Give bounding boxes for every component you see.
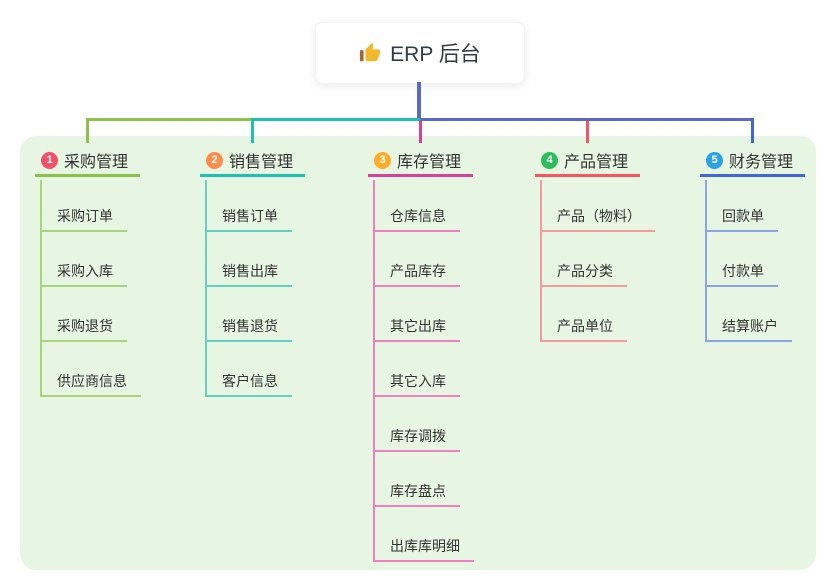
root-node[interactable]: ERP 后台 [315, 22, 525, 84]
branch-label: 产品管理 [564, 154, 629, 171]
child-node[interactable]: 销售退货 [205, 314, 292, 342]
child-node[interactable]: 回款单 [705, 204, 778, 232]
connector-seg-branch1 [86, 118, 252, 121]
connector-seg-right [419, 118, 754, 121]
child-node[interactable]: 结算账户 [705, 314, 792, 342]
child-node[interactable]: 产品分类 [540, 259, 627, 287]
branch-node-5[interactable]: 5 财务管理 [700, 146, 805, 177]
child-node[interactable]: 出库库明细 [373, 534, 474, 562]
child-node[interactable]: 采购退货 [40, 314, 127, 342]
connector-drop-branch1 [86, 118, 89, 143]
connector-seg-branch2 [251, 118, 420, 121]
branch-label: 库存管理 [397, 154, 462, 171]
branch-number-badge: 2 [206, 151, 223, 169]
branch-label: 财务管理 [729, 154, 794, 171]
branch-number-badge: 4 [541, 151, 558, 169]
child-node[interactable]: 其它出库 [373, 314, 460, 342]
child-node[interactable]: 仓库信息 [373, 204, 460, 232]
child-node[interactable]: 采购订单 [40, 204, 127, 232]
child-node[interactable]: 产品库存 [373, 259, 460, 287]
branch-number-badge: 5 [706, 151, 723, 169]
branch-label: 采购管理 [64, 154, 129, 171]
child-node[interactable]: 供应商信息 [40, 369, 141, 397]
child-node[interactable]: 销售出库 [205, 259, 292, 287]
connector-drop-branch2 [251, 118, 254, 143]
child-node[interactable]: 付款单 [705, 259, 778, 287]
root-node-label: ERP 后台 [390, 43, 481, 66]
branch-node-2[interactable]: 2 销售管理 [200, 146, 305, 177]
child-node[interactable]: 销售订单 [205, 204, 292, 232]
branch-node-1[interactable]: 1 采购管理 [35, 146, 140, 177]
branch-node-3[interactable]: 3 库存管理 [368, 146, 473, 177]
connector-drop-branch3 [419, 121, 422, 143]
mindmap-canvas [20, 136, 816, 570]
branch-number-badge: 1 [41, 151, 58, 169]
branch-spine [205, 180, 207, 397]
connector-root-line [417, 82, 421, 118]
child-node[interactable]: 其它入库 [373, 369, 460, 397]
child-node[interactable]: 产品（物料） [540, 204, 655, 232]
connector-drop-branch5 [751, 118, 754, 143]
thumbs-up-icon [359, 42, 381, 64]
branch-spine [373, 180, 375, 562]
child-node[interactable]: 客户信息 [205, 369, 292, 397]
branch-spine [40, 180, 42, 397]
connector-drop-branch4 [586, 121, 589, 143]
child-node[interactable]: 库存盘点 [373, 479, 460, 507]
branch-spine [540, 180, 542, 342]
branch-spine [705, 180, 707, 342]
branch-number-badge: 3 [374, 151, 391, 169]
child-node[interactable]: 采购入库 [40, 259, 127, 287]
branch-node-4[interactable]: 4 产品管理 [535, 146, 640, 177]
child-node[interactable]: 产品单位 [540, 314, 627, 342]
branch-label: 销售管理 [229, 154, 294, 171]
child-node[interactable]: 库存调拨 [373, 424, 460, 452]
